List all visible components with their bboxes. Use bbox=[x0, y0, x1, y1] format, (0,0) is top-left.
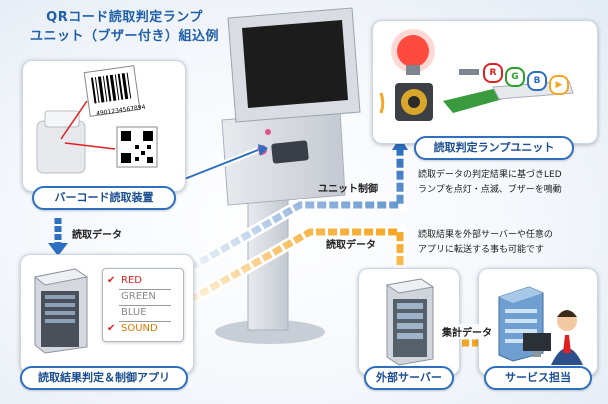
lamp-description: 読取データの判定結果に基づきLED ランプを点灯・点滅、ブザーを鳴動 bbox=[418, 168, 562, 198]
external-server-panel bbox=[358, 268, 460, 376]
check-mark-icon: ✔ bbox=[107, 275, 116, 286]
check-mark-icon: ✔ bbox=[107, 323, 116, 334]
reader-to-kiosk-arrow bbox=[180, 144, 268, 183]
unit-control-label: ユニット制御 bbox=[318, 184, 378, 195]
office-staff-illustration bbox=[498, 286, 583, 365]
read-data-label-left: 読取データ bbox=[72, 230, 122, 241]
reader-to-app-arrow bbox=[48, 218, 68, 256]
lamp-description-line-1: 読取データの判定結果に基づきLED bbox=[418, 170, 562, 180]
check-blue: BLUE bbox=[121, 307, 147, 318]
sound-play-icon: ▶ bbox=[549, 75, 569, 95]
barcode-reader-panel: 4901234567894 bbox=[22, 60, 186, 192]
lamp-description-line-2: ランプを点灯・点滅、ブザーを鳴動 bbox=[418, 185, 562, 195]
check-red: RED bbox=[121, 275, 142, 286]
tower-server-icon bbox=[385, 278, 435, 366]
lamp-unit-label: 読取判定ランプユニット bbox=[414, 136, 574, 160]
title-line-2: ユニット（ブザー付き）組込例 bbox=[29, 29, 219, 44]
server-description-line-1: 読取結果を外部サーバーや任意の bbox=[418, 230, 553, 240]
server-description: 読取結果を外部サーバーや任意の アプリに転送する事も可能です bbox=[418, 228, 553, 258]
lamp-blue-button: B bbox=[527, 71, 547, 91]
service-staff-panel bbox=[478, 268, 598, 376]
check-sound: SOUND bbox=[121, 323, 158, 334]
aggregate-data-label: 集計データ bbox=[442, 324, 492, 339]
service-staff-label: サービス担当 bbox=[484, 366, 592, 390]
title-line-1: QRコード読取判定ランプ bbox=[46, 10, 203, 25]
external-server-label: 外部サーバー bbox=[364, 366, 454, 390]
barcode-reader-illustration bbox=[36, 65, 158, 174]
page-title: QRコード読取判定ランプ ユニット（ブザー付き）組込例 bbox=[12, 8, 237, 46]
judge-checklist: ✔ RED GREEN BLUE ✔ SOUND bbox=[102, 268, 184, 342]
server-unit-icon bbox=[33, 268, 89, 354]
barcode-reader-label: バーコード読取装置 bbox=[32, 186, 176, 210]
lamp-green-button: G bbox=[505, 67, 525, 87]
server-description-line-2: アプリに転送する事も可能です bbox=[418, 245, 545, 255]
lamp-red-button: R bbox=[483, 63, 503, 83]
judge-app-label: 読取結果判定＆制御アプリ bbox=[20, 366, 188, 390]
read-data-label-right: 読取データ bbox=[326, 240, 376, 251]
check-green: GREEN bbox=[121, 291, 156, 302]
lamp-unit-panel: R G B ▶ bbox=[372, 20, 598, 144]
kiosk-terminal bbox=[215, 7, 361, 344]
